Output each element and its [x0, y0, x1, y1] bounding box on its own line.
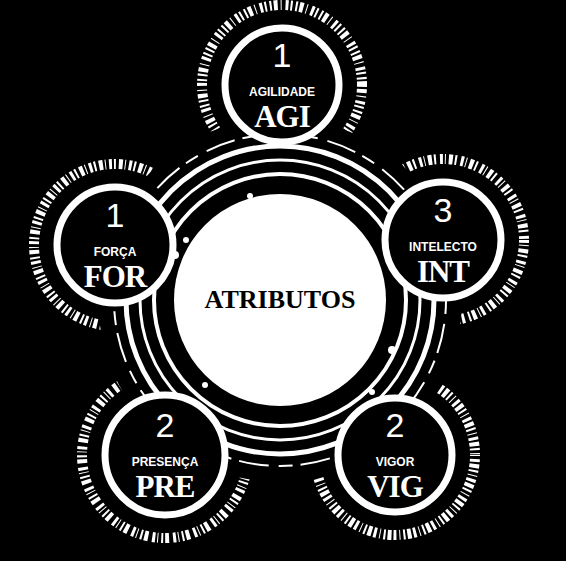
- center-title: ATRIBUTOS: [205, 287, 356, 313]
- rune-ring: [202, 5, 362, 165]
- attribute-value: 1: [273, 38, 292, 72]
- circle-outline: [105, 395, 225, 515]
- node-content: ATRIBUTOS: [172, 192, 388, 408]
- attribute-name: INTELECTO: [409, 241, 477, 254]
- attribute-node: 3INTELECTO INT: [380, 177, 506, 303]
- node-content: 1FORÇA FOR: [52, 182, 178, 308]
- splatter-dot: [369, 389, 375, 395]
- attribute-name: AGILIDADE: [249, 86, 315, 99]
- circle-outline: [338, 398, 452, 512]
- splatter-dot: [183, 237, 189, 243]
- attribute-abbreviation: AGI: [254, 101, 310, 132]
- circle-outline: [385, 182, 501, 298]
- rune-ring: [82, 372, 248, 538]
- rune-glyphs: [34, 5, 524, 538]
- attribute-abbreviation: VIG: [367, 471, 423, 502]
- node-content: 1AGILIDADE AGI: [220, 23, 344, 147]
- attribute-node: 2PRESENÇA PRE: [100, 390, 230, 520]
- attribute-node: 1AGILIDADE AGI: [220, 23, 344, 147]
- rune-ring: [34, 164, 196, 326]
- rune-ring: [362, 159, 524, 321]
- attribute-name: FORÇA: [94, 246, 137, 259]
- rune-ring: [315, 375, 475, 535]
- center-fill: [174, 194, 386, 406]
- splatter-dot: [202, 382, 208, 388]
- attribute-abbreviation: FOR: [84, 261, 146, 292]
- node-content: 2VIGOR VIG: [333, 393, 457, 517]
- node-content: 2PRESENÇA PRE: [100, 390, 230, 520]
- attribute-node: 1FORÇA FOR: [52, 182, 178, 308]
- attribute-value: 2: [386, 408, 405, 442]
- attribute-value: 1: [106, 198, 125, 232]
- attribute-name: VIGOR: [376, 456, 415, 469]
- attribute-node: 2VIGOR VIG: [333, 393, 457, 517]
- attribute-abbreviation: INT: [417, 256, 469, 287]
- center-node: ATRIBUTOS: [172, 192, 388, 408]
- attribute-value: 3: [434, 193, 453, 227]
- circle-outline: [225, 28, 339, 142]
- attribute-name: PRESENÇA: [132, 456, 199, 469]
- splatter-dot: [388, 346, 396, 354]
- node-content: 3INTELECTO INT: [380, 177, 506, 303]
- circle-outline: [57, 187, 173, 303]
- attribute-abbreviation: PRE: [136, 471, 195, 502]
- attribute-value: 2: [156, 408, 175, 442]
